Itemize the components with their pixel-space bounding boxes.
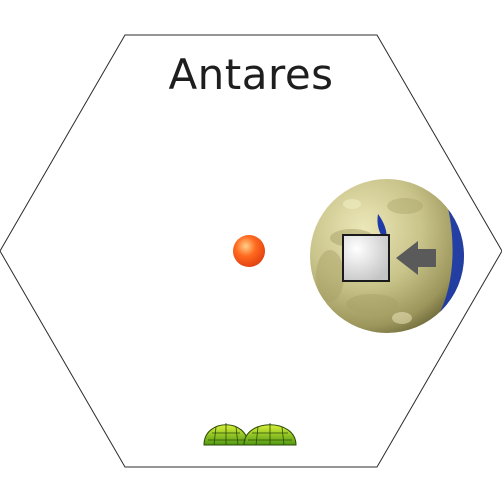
star-icon[interactable]	[233, 235, 265, 267]
dome-icon[interactable]	[203, 423, 297, 446]
planet-icon[interactable]	[310, 179, 472, 340]
marker-square-icon[interactable]	[342, 234, 390, 282]
system-name: Antares	[168, 50, 334, 99]
hex-border	[0, 34, 502, 468]
arrow-left-icon	[396, 241, 436, 275]
